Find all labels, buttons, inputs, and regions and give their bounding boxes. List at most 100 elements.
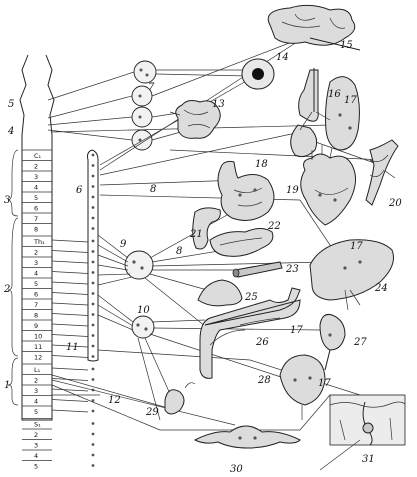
callout-8b: 8 [176, 246, 182, 257]
ramus-line [51, 378, 89, 381]
trunk-ganglion-dot [91, 409, 95, 413]
ramus-line [51, 355, 89, 358]
callout-3: 3 [4, 195, 10, 206]
trunk-ganglion-dot [91, 250, 95, 253]
ramus-line [51, 281, 89, 285]
segment-label-thoracic: 8 [34, 312, 38, 320]
callout-5: 5 [8, 99, 14, 110]
trunk-ganglion-dot [91, 185, 95, 188]
segment-label-lumbar: 4 [34, 398, 38, 406]
ramus-line [51, 250, 89, 253]
trunk-ganglion-dot [91, 313, 95, 316]
callout-labels: 1 2 3 4 5 6 7 8 8 9 10 11 12 13 14 15 16… [3, 40, 402, 475]
ramus-line [51, 344, 89, 348]
segment-label-cervical: 3 [34, 173, 38, 181]
callout-20: 20 [388, 198, 402, 209]
segment-label-cervical: 5 [34, 194, 38, 202]
callout-21: 21 [189, 229, 203, 240]
segment-label-sacral: 3 [34, 442, 38, 450]
sympathetic-trunk [51, 149, 99, 467]
trunk-ganglion-dot [91, 355, 95, 358]
organ-eye-14 [241, 58, 275, 90]
callout-30: 30 [230, 464, 243, 475]
callout-2: 2 [3, 284, 10, 295]
segment-label-cervical: C₁ [34, 152, 42, 160]
organ-uterus-30 [193, 425, 301, 449]
trunk-ganglion-dot [91, 453, 95, 457]
trunk-ganglion-dot [91, 260, 95, 264]
callout-6: 6 [76, 185, 83, 196]
trunk-ganglion-dot [91, 164, 95, 167]
trunk-ganglion-dot [91, 206, 95, 209]
ramus-line [51, 334, 89, 337]
trunk-ganglion-dot [91, 367, 95, 371]
organ-spleen-25 [197, 279, 243, 307]
ramus-line [51, 399, 89, 402]
trunk-ganglion-dot [91, 422, 95, 425]
trunk-ganglion-dot [91, 227, 95, 230]
region-brackets [7, 149, 19, 406]
callout-29: 29 [145, 407, 159, 418]
callout-4: 4 [7, 126, 14, 137]
trunk-ganglion-dot [91, 271, 95, 274]
ramus-line [51, 292, 89, 295]
trunk-ganglion-dot [91, 399, 95, 402]
segment-label-sacral: 2 [34, 431, 38, 439]
callout-9: 9 [120, 239, 127, 250]
trunk-ganglion-dot [91, 174, 95, 178]
organ-heart-19 [300, 145, 356, 226]
segment-label-lumbar: L₁ [34, 366, 41, 374]
trunk-ganglion-dot [91, 443, 95, 446]
callout-23: 23 [285, 264, 299, 275]
segment-label-thoracic: 3 [34, 259, 38, 267]
callout-14: 14 [276, 52, 289, 63]
organ-pancreas-22 [209, 228, 274, 257]
segment-label-thoracic: 4 [34, 270, 38, 278]
callout-24: 24 [374, 283, 388, 294]
ramus-line [51, 367, 89, 371]
organ-bladder-28 [279, 354, 326, 420]
organ-29 [164, 382, 196, 415]
callout-13: 13 [212, 99, 225, 110]
callout-1: 1 [4, 380, 10, 391]
callout-16: 16 [328, 89, 341, 100]
organ-13 [169, 100, 221, 139]
segment-label-thoracic: 2 [34, 249, 38, 257]
callout-8a: 8 [150, 184, 156, 195]
callout-12: 12 [108, 395, 121, 406]
segment-label-sacral: 4 [34, 452, 38, 460]
segment-label-thoracic: Th₁ [33, 238, 45, 246]
segment-label-thoracic: 7 [34, 301, 38, 309]
trunk-ganglion-dot [91, 292, 95, 295]
segment-label-lumbar: 2 [34, 377, 38, 385]
callout-26: 26 [255, 337, 269, 348]
segment-label-cervical: 6 [34, 205, 38, 213]
organ-vessel-20 [365, 139, 399, 206]
segment-label-sacral: 5 [34, 463, 38, 471]
callout-19: 19 [286, 185, 299, 196]
callout-22: 22 [267, 221, 281, 232]
trunk-ganglion-dot [91, 216, 95, 220]
organ-vessel-23 [232, 261, 283, 278]
segment-label-thoracic: 5 [34, 280, 38, 288]
ramus-line [51, 271, 89, 274]
callout-18: 18 [255, 159, 268, 170]
segment-label-thoracic: 6 [34, 291, 38, 299]
callout-28: 28 [257, 375, 271, 386]
organ-colon-26 [199, 287, 301, 379]
organ-15 [267, 4, 361, 51]
segment-label-cervical: 7 [34, 215, 38, 223]
trunk-ganglion-dot [91, 239, 95, 243]
organ-skin-31 [319, 394, 406, 471]
ramus-line [51, 388, 89, 392]
segment-label-thoracic: 11 [34, 343, 42, 351]
segment-label-lumbar: 5 [34, 408, 38, 416]
organ-ganglia-dots [238, 113, 362, 440]
segment-label-thoracic: 9 [34, 322, 38, 330]
segment-label-sacral: S₁ [34, 421, 41, 429]
ramus-line [51, 260, 89, 264]
trunk-ganglion-dot [91, 334, 95, 337]
segment-label-cervical: 2 [34, 163, 38, 171]
